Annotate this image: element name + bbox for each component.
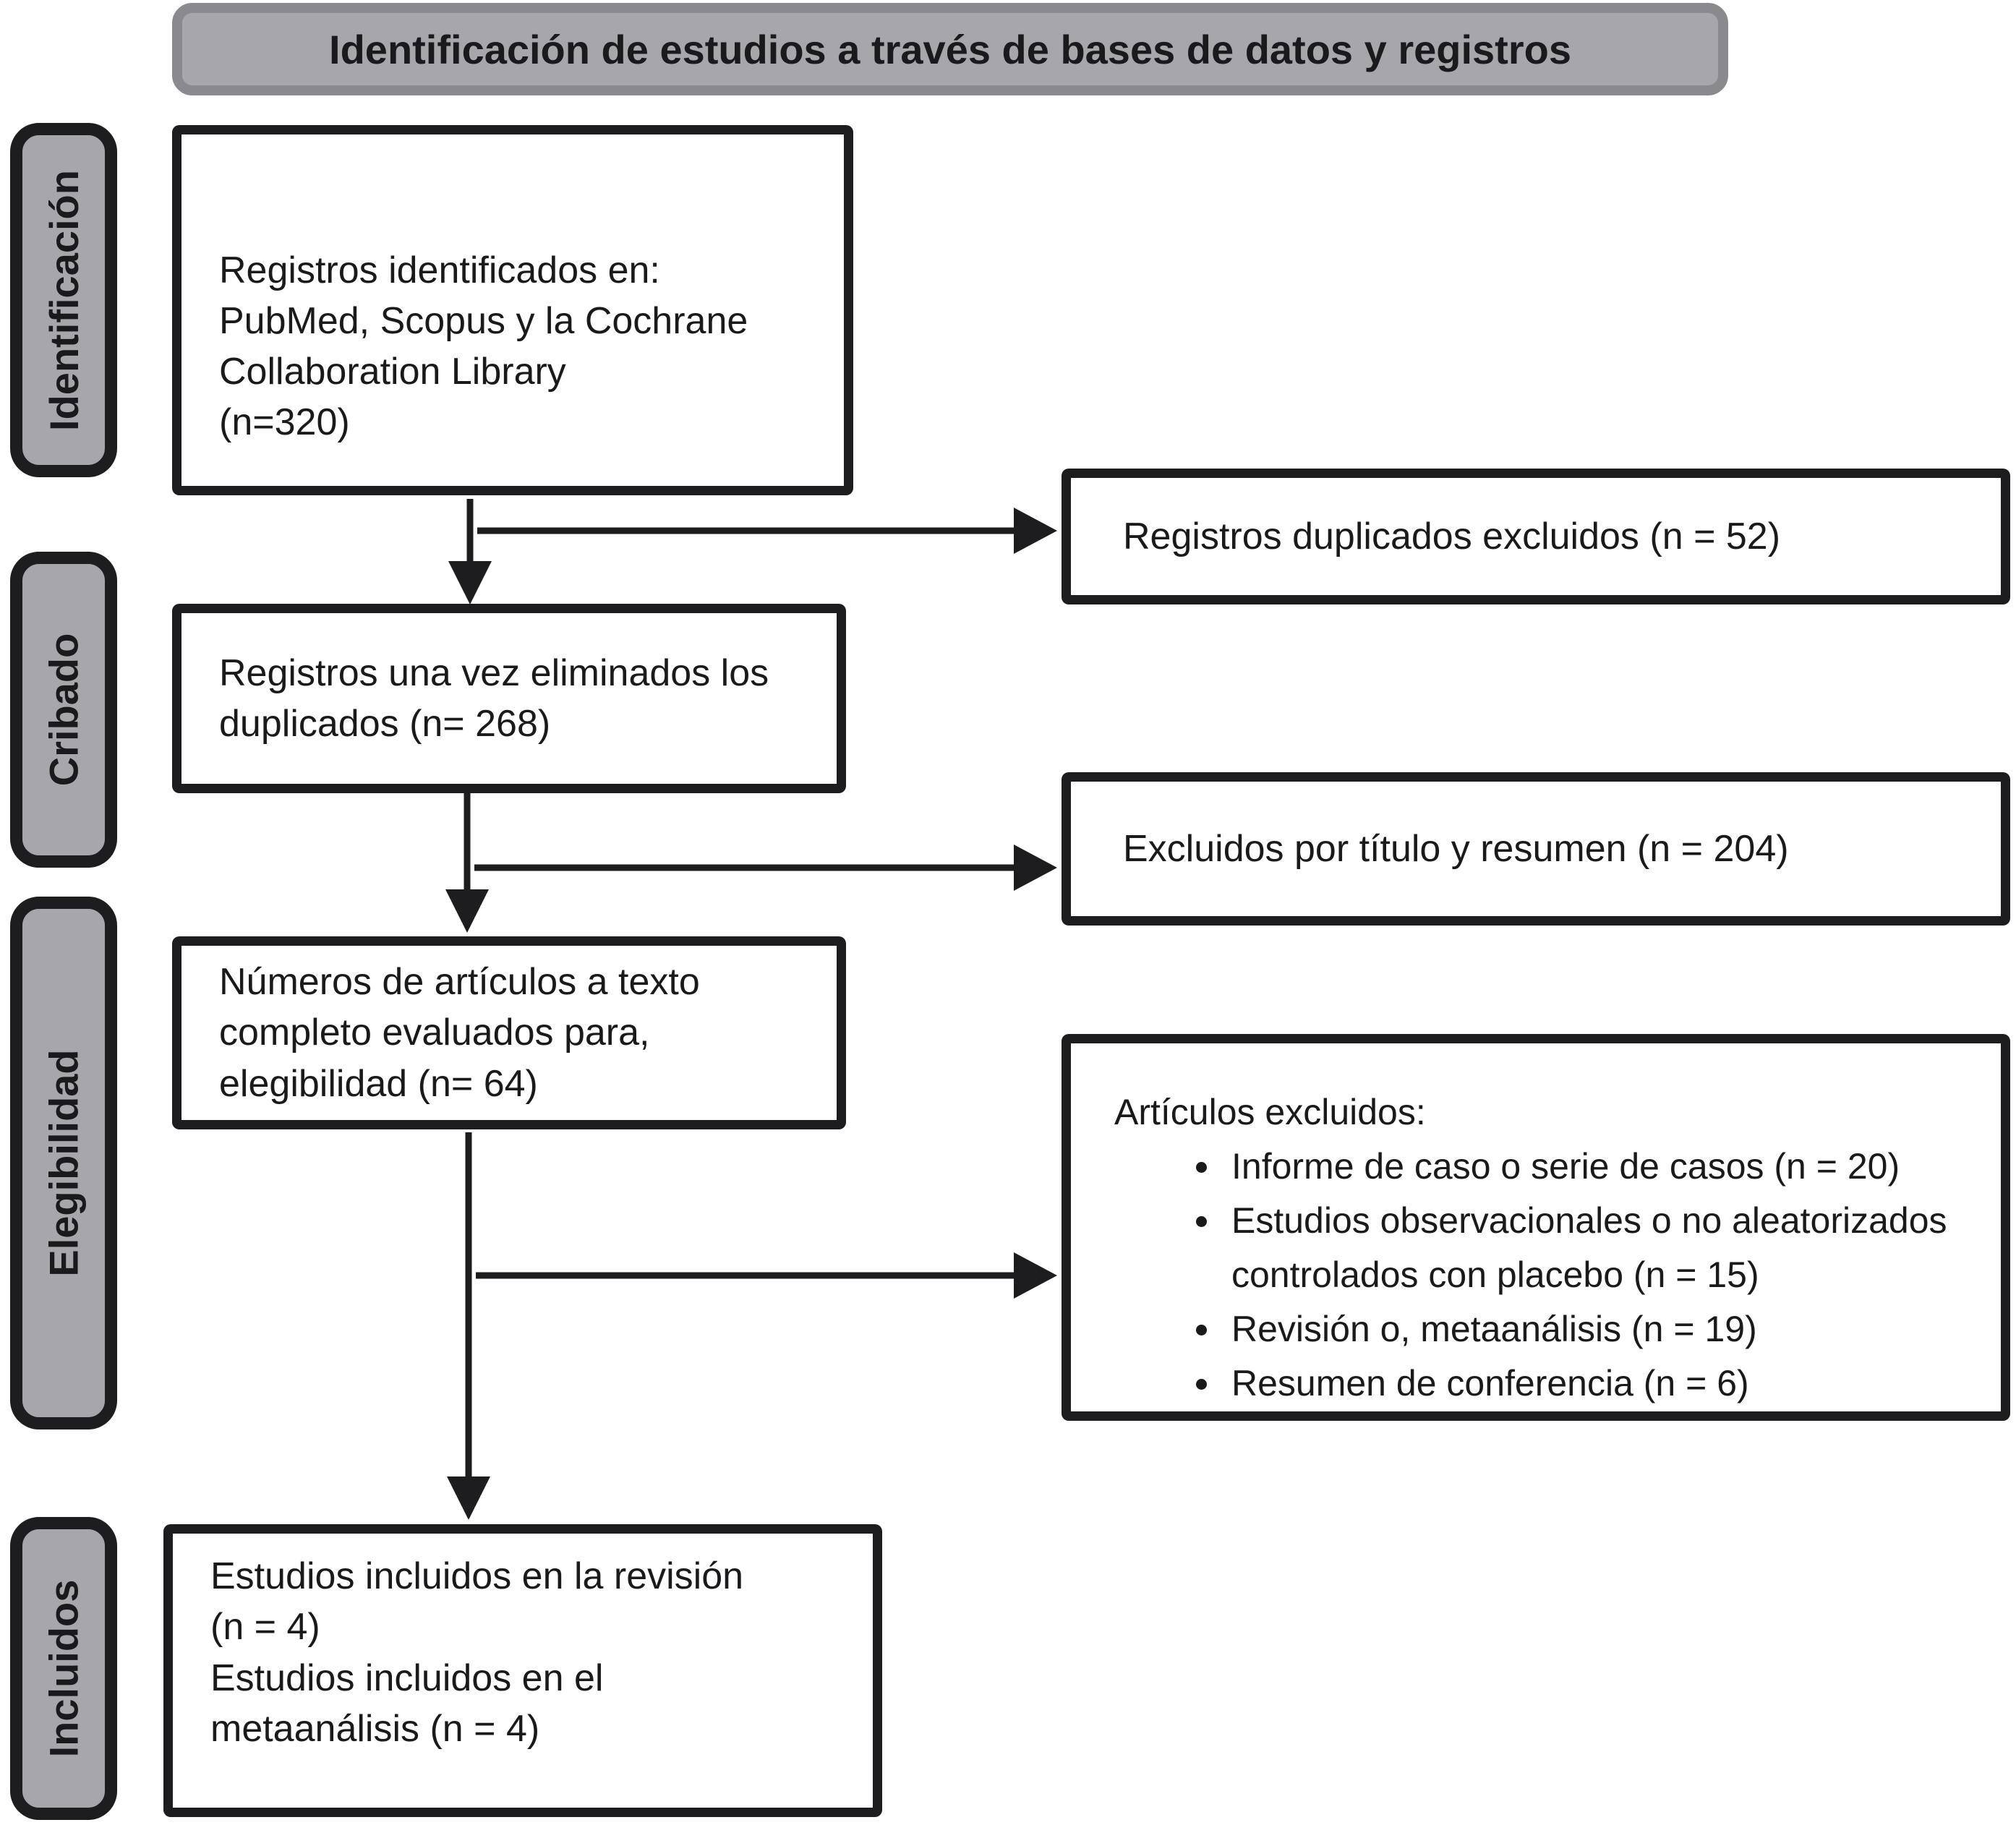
arrow-branch-to-duplicates-excluded [477, 508, 1057, 554]
stage-rail-identificacion: Identificación [10, 123, 117, 477]
side-box-articles-excluded: Artículos excluidos: Informe de caso o s… [1062, 1034, 2010, 1421]
flow-box-records-identified-text: Registros identificados en: PubMed, Scop… [219, 249, 748, 444]
arrowhead-right-icon [1014, 845, 1057, 891]
arrowhead-down-icon [447, 1476, 490, 1520]
flow-box-fulltext-assessed: Números de artículos a texto completo ev… [172, 936, 846, 1129]
excluded-reason-item: Estudios observacionales o no aleatoriza… [1223, 1194, 1986, 1302]
flow-box-fulltext-assessed-text: Números de artículos a texto completo ev… [219, 961, 700, 1105]
side-box-title-abstract-excluded: Excluidos por título y resumen (n = 204) [1062, 772, 2010, 926]
stage-label-elegibilidad: Elegibilidad [40, 1049, 87, 1277]
side-box-articles-excluded-title: Artículos excluidos: [1114, 1092, 1426, 1132]
arrow-identified-to-dedup [448, 499, 492, 604]
excluded-reason-item: Resumen de conferencia (n = 6) [1223, 1356, 1986, 1411]
stage-label-identificacion: Identificación [40, 169, 87, 431]
excluded-reason-item: Informe de caso o serie de casos (n = 20… [1223, 1140, 1986, 1194]
stage-rail-elegibilidad: Elegibilidad [10, 897, 117, 1429]
diagram-title-banner: Identificación de estudios a través de b… [172, 3, 1728, 95]
arrowhead-right-icon [1014, 1252, 1057, 1299]
arrow-fulltext-to-included [447, 1132, 490, 1520]
flow-box-records-identified: Registros identificados en: PubMed, Scop… [172, 125, 853, 495]
flow-box-after-duplicates-removed: Registros una vez eliminados los duplica… [172, 604, 846, 793]
arrowhead-down-icon [445, 889, 489, 933]
flow-box-studies-included: Estudios incluidos en la revisión (n = 4… [163, 1524, 882, 1817]
side-box-duplicates-excluded: Registros duplicados excluidos (n = 52) [1062, 469, 2010, 604]
flow-box-studies-included-text: Estudios incluidos en la revisión (n = 4… [210, 1555, 744, 1750]
stage-rail-incluidos: Incluidos [10, 1517, 117, 1820]
flow-box-after-duplicates-removed-text: Registros una vez eliminados los duplica… [219, 651, 769, 745]
stage-label-incluidos: Incluidos [40, 1579, 87, 1758]
excluded-reasons-list: Informe de caso o serie de casos (n = 20… [1114, 1140, 1986, 1411]
stage-rail-cribado: Cribado [10, 552, 117, 868]
diagram-title: Identificación de estudios a través de b… [329, 26, 1571, 72]
arrow-branch-to-title-abstract-excluded [474, 845, 1057, 891]
arrow-dedup-to-fulltext [445, 785, 489, 933]
excluded-reason-item: Revisión o, metaanálisis (n = 19) [1223, 1302, 1986, 1356]
stage-label-cribado: Cribado [40, 633, 87, 787]
arrowhead-right-icon [1014, 508, 1057, 554]
side-box-title-abstract-excluded-text: Excluidos por título y resumen (n = 204) [1123, 827, 1789, 870]
arrow-branch-to-articles-excluded [476, 1252, 1057, 1299]
side-box-duplicates-excluded-text: Registros duplicados excluidos (n = 52) [1123, 515, 1781, 557]
arrowhead-down-icon [448, 561, 492, 604]
